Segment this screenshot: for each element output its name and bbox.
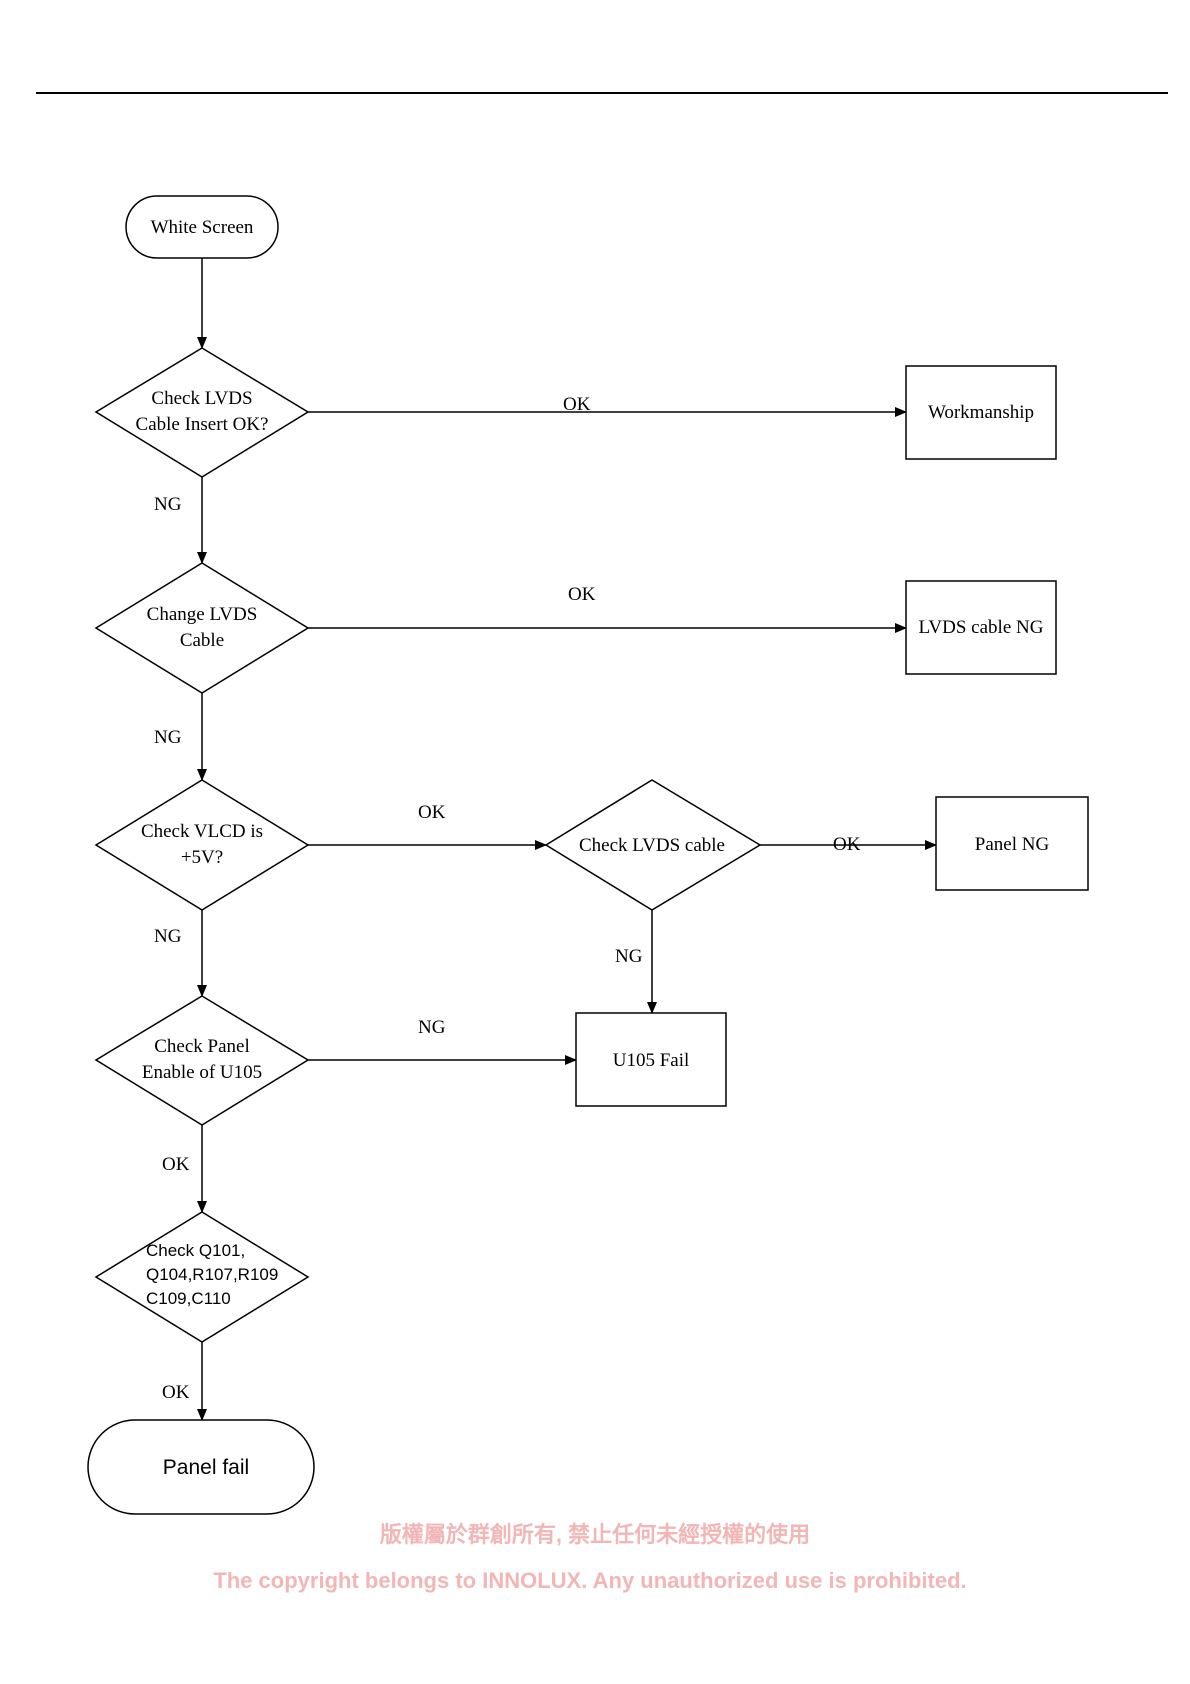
watermark-line-english: The copyright belongs to INNOLUX. Any un… [213, 1568, 966, 1593]
label-change-ok: OK [568, 584, 596, 605]
node-u105-fail: U105 Fail [575, 1012, 727, 1107]
node-lvds-cable-ng-text: LVDS cable NG [919, 617, 1044, 638]
edge-labels: OK NG OK NG OK OK NG NG NG OK OK [154, 394, 861, 1403]
node-lvds-cable-ng: LVDS cable NG [905, 580, 1057, 675]
watermark-line-chinese: 版權屬於群創所有, 禁止任何未經授權的使用 [380, 1522, 810, 1547]
node-panel-fail: Panel fail [87, 1419, 315, 1515]
edges [197, 258, 937, 1421]
node-change-lvds-cable: Change LVDS Cable [94, 562, 310, 694]
label-enable-ng: NG [418, 1017, 446, 1038]
node-check-components-line2: Q104,R107,R109 [146, 1265, 278, 1284]
node-check-vlcd: Check VLCD is +5V? [94, 779, 310, 911]
node-white-screen: White Screen [125, 195, 279, 259]
header-rule [36, 92, 1168, 94]
node-panel-ng: Panel NG [935, 796, 1089, 891]
label-insert-ok: OK [563, 394, 591, 415]
label-enable-ok: OK [162, 1154, 190, 1175]
label-components-ok: OK [162, 1382, 190, 1403]
node-u105-fail-text: U105 Fail [613, 1050, 690, 1071]
label-change-ng: NG [154, 727, 182, 748]
node-workmanship: Workmanship [905, 365, 1057, 460]
label-lvds-cable-ng: NG [615, 946, 643, 967]
label-vlcd-ok: OK [418, 802, 446, 823]
node-white-screen-text: White Screen [151, 217, 254, 238]
node-check-lvds-cable: Check LVDS cable [544, 779, 762, 911]
node-check-panel-enable-line2: Enable of U105 [142, 1062, 262, 1083]
node-check-vlcd-line2: +5V? [181, 847, 223, 868]
node-change-lvds-cable-line2: Cable [180, 630, 224, 651]
node-change-lvds-cable-line1: Change LVDS [147, 604, 258, 625]
node-check-vlcd-line1: Check VLCD is [141, 821, 263, 842]
node-check-components-line1: Check Q101, [146, 1241, 245, 1260]
label-vlcd-ng: NG [154, 926, 182, 947]
node-check-lvds-insert-line1: Check LVDS [151, 388, 252, 409]
node-workmanship-text: Workmanship [928, 402, 1034, 423]
node-check-lvds-insert-line2: Cable Insert OK? [136, 414, 269, 435]
node-check-components: Check Q101, Q104,R107,R109 C109,C110 [94, 1211, 310, 1343]
node-check-components-line3: C109,C110 [146, 1289, 231, 1308]
node-check-lvds-insert: Check LVDS Cable Insert OK? [94, 347, 310, 478]
node-check-lvds-cable-text: Check LVDS cable [579, 835, 725, 856]
node-panel-fail-text: Panel fail [163, 1456, 249, 1479]
label-insert-ng: NG [154, 494, 182, 515]
node-check-panel-enable-line1: Check Panel [154, 1036, 250, 1057]
label-lvds-cable-ok: OK [833, 834, 861, 855]
copyright-watermark: 版權屬於群創所有, 禁止任何未經授權的使用 The copyright belo… [213, 1522, 966, 1593]
node-check-panel-enable: Check Panel Enable of U105 [94, 995, 310, 1126]
node-panel-ng-text: Panel NG [975, 834, 1050, 855]
